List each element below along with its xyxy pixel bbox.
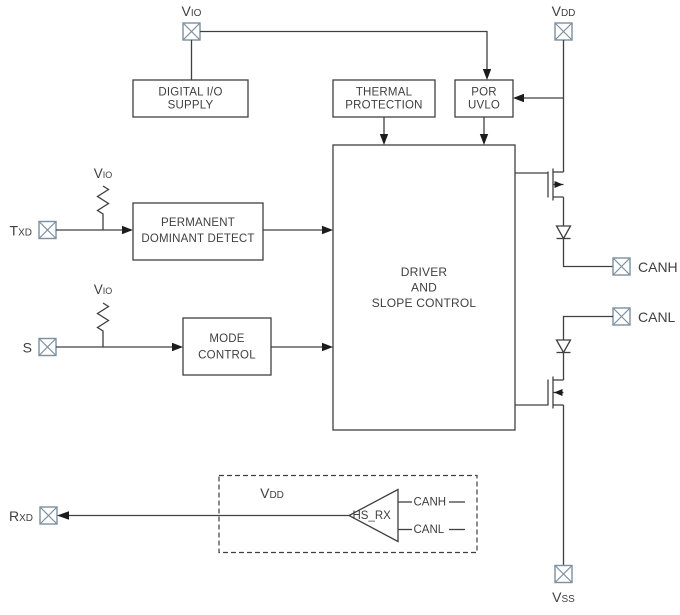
vio-pin-label: Vio (182, 3, 202, 19)
vdd-pin-icon (554, 22, 573, 41)
mode-control-label-2: CONTROL (198, 350, 256, 362)
canh-diode (555, 225, 572, 240)
s-pin-icon (38, 337, 57, 357)
mode-control-label-1: MODE (209, 333, 244, 345)
s-pin-label: S (23, 340, 32, 356)
pdd-label-2: DOMINANT DETECT (141, 233, 254, 245)
wire-canl-pin-to-diode (562, 315, 613, 340)
arrowhead-mode-into-driver (322, 342, 333, 352)
txd-pin-icon (38, 220, 57, 240)
s-pullup-resistor: Vio (94, 282, 113, 347)
por-uvlo-label-1: POR (471, 87, 497, 99)
receiver-canl-label: CANL (414, 524, 445, 536)
arrowhead-thermal-into-driver (379, 134, 389, 145)
resistor-zigzag (96, 185, 110, 230)
rxd-pin-label: Rxd (9, 508, 33, 524)
mode-control-block: MODE CONTROL (182, 317, 272, 376)
mosfet-body-arrow (554, 181, 563, 188)
arrowhead-into-pdd (122, 225, 133, 235)
mosfet-source-stub (553, 196, 565, 226)
thermal-protection-block: THERMAL PROTECTION (332, 79, 436, 118)
driver-label-1: DRIVER (401, 265, 448, 279)
driver-slope-control-block: DRIVER AND SLOPE CONTROL (332, 144, 516, 431)
receiver-canh-label: CANH (414, 497, 447, 509)
wire-to-canh-pin (562, 238, 613, 268)
diode-triangle (555, 339, 572, 354)
canh-pin-label: CANH (638, 259, 678, 275)
canl-pin-label: CANL (638, 309, 676, 325)
receiver-dashed-outline (218, 474, 478, 554)
driver-label-3: SLOPE CONTROL (372, 296, 477, 310)
arrowhead-into-por-top (482, 69, 492, 80)
digital-io-supply-label-1: DIGITAL I/O (158, 87, 222, 99)
vio-pin-top: Vio (182, 3, 202, 41)
thermal-protection-label-2: PROTECTION (345, 100, 422, 112)
arrowhead-into-mode-control (172, 342, 183, 352)
arrowhead-por-into-driver (479, 134, 489, 145)
pdd-label-1: PERMANENT (161, 217, 235, 229)
arrowhead-into-rxd (57, 511, 69, 520)
vdd-pin-label: Vdd (552, 3, 576, 19)
txd-pin: Txd (10, 220, 57, 240)
canh-pin: CANH (612, 257, 678, 276)
low-side-mosfet (515, 376, 564, 409)
txd-pin-label: Txd (10, 223, 32, 239)
s-pullup-supply-label: Vio (94, 282, 113, 297)
canl-pin-icon (612, 307, 631, 326)
canl-diode (555, 339, 572, 354)
vss-pin: Vss (552, 564, 575, 605)
permanent-dominant-detect-block: PERMANENT DOMINANT DETECT (132, 202, 264, 261)
receiver-supply-label: Vdd (260, 485, 284, 501)
vss-pin-icon (554, 564, 573, 584)
thermal-protection-label-1: THERMAL (356, 87, 413, 99)
rxd-pin-icon (39, 506, 58, 525)
vdd-pin-top: Vdd (552, 3, 576, 41)
diode-triangle (555, 225, 572, 240)
canh-pin-icon (612, 257, 631, 276)
por-uvlo-label-2: UVLO (468, 100, 500, 112)
resistor-zigzag (96, 302, 110, 347)
driver-label-2: AND (411, 281, 437, 295)
vio-pin-icon (182, 22, 201, 41)
por-uvlo-block: POR UVLO (454, 79, 514, 118)
wire-vio-to-por (200, 30, 488, 69)
canl-pin: CANL (612, 307, 676, 326)
high-side-mosfet (515, 168, 565, 226)
txd-pullup-resistor: Vio (94, 166, 113, 230)
txd-pullup-supply-label: Vio (94, 166, 113, 181)
vss-pin-label: Vss (552, 589, 575, 605)
receiver-name-label: HS_RX (353, 510, 392, 522)
arrowhead-into-por-right (513, 93, 524, 103)
receiver-section: Vdd HS_RX CANH CANL (218, 474, 478, 554)
mosfet-body-arrow (554, 389, 563, 396)
rxd-pin: Rxd (9, 506, 58, 525)
receiver-comparator-triangle (347, 488, 399, 543)
s-pin: S (23, 337, 57, 357)
digital-io-supply-block: DIGITAL I/O SUPPLY (132, 79, 249, 118)
digital-io-supply-label-2: SUPPLY (168, 100, 214, 112)
arrowhead-pdd-into-driver (322, 225, 333, 235)
